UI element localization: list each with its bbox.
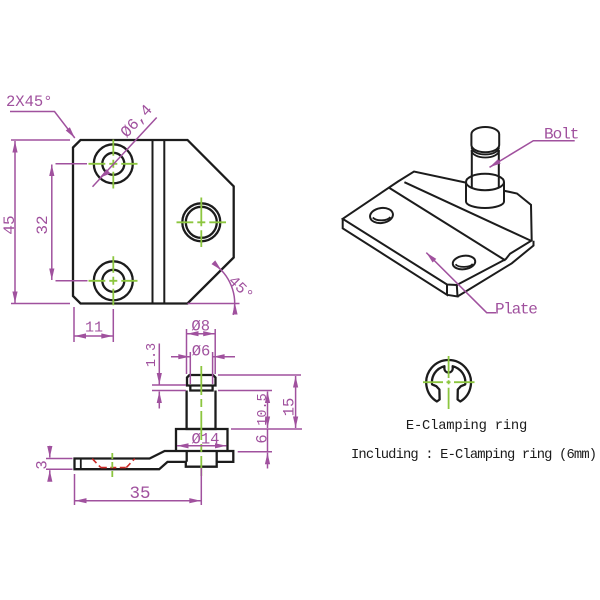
svg-text:10.5: 10.5 <box>256 393 271 425</box>
svg-text:32: 32 <box>34 215 52 234</box>
svg-text:Ø6,4: Ø6,4 <box>117 101 156 141</box>
svg-text:2X45°: 2X45° <box>6 93 53 111</box>
svg-text:45: 45 <box>1 215 19 234</box>
svg-text:35: 35 <box>129 484 150 504</box>
svg-text:3: 3 <box>33 460 51 469</box>
svg-text:Ø6: Ø6 <box>192 342 211 360</box>
svg-text:45°: 45° <box>224 272 256 304</box>
svg-text:Including : E-Clamping ring (6: Including : E-Clamping ring (6mm) <box>351 447 596 463</box>
svg-text:6: 6 <box>253 434 271 443</box>
svg-text:Ø14: Ø14 <box>192 431 220 449</box>
svg-text:E-Clamping ring: E-Clamping ring <box>406 418 527 434</box>
svg-text:1.3: 1.3 <box>145 343 160 367</box>
svg-text:Ø8: Ø8 <box>191 318 210 336</box>
svg-text:15: 15 <box>280 398 298 417</box>
svg-text:Plate: Plate <box>495 301 537 319</box>
svg-text:11: 11 <box>85 320 103 337</box>
svg-text:Bolt: Bolt <box>544 126 578 144</box>
